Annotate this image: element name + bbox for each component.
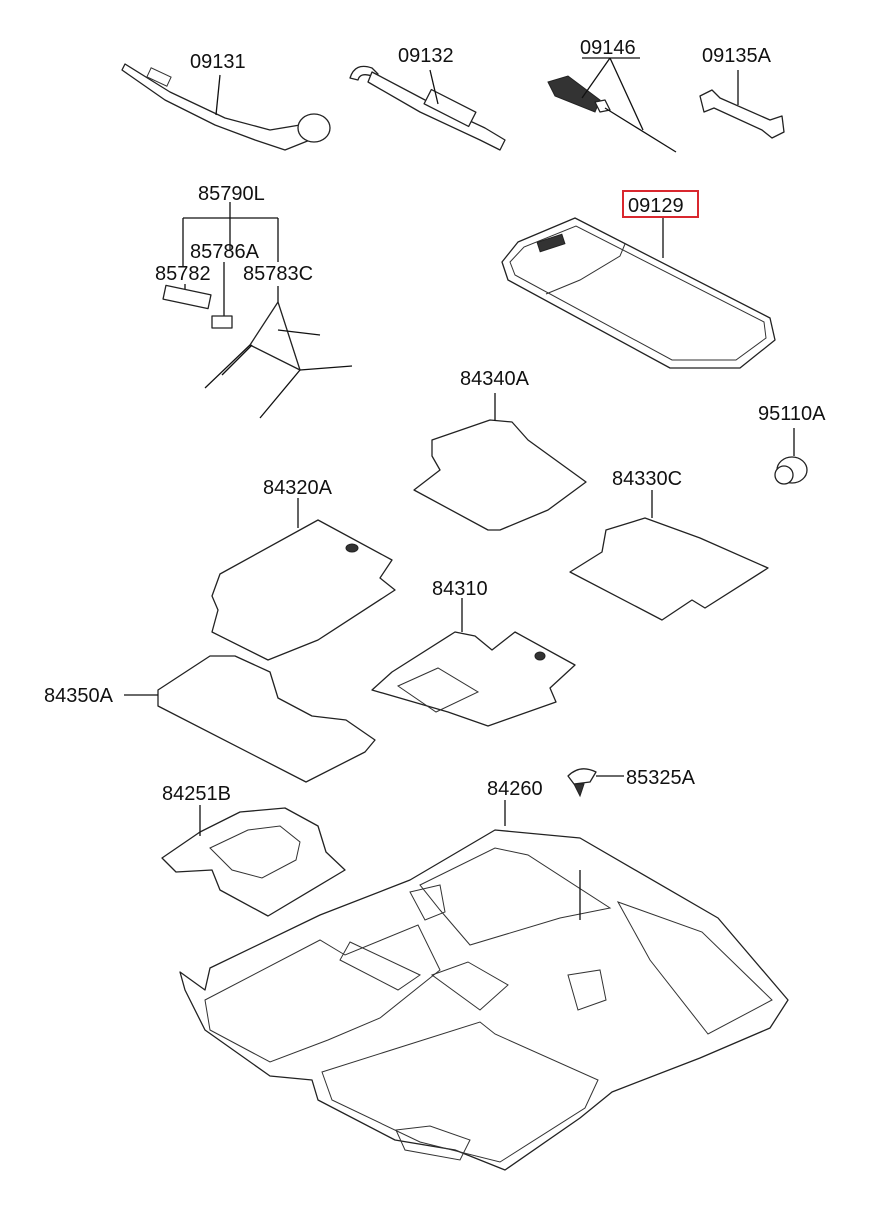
part-84320A-floor-mat[interactable] — [211, 498, 396, 661]
label-09129: 09129 — [628, 195, 684, 217]
part-84340A-floor-mat[interactable] — [413, 393, 587, 531]
label-85786A: 85786A — [190, 241, 260, 263]
part-09146-screwdriver[interactable] — [547, 57, 677, 153]
label-85790L: 85790L — [198, 183, 265, 205]
part-85325A-clip[interactable] — [567, 768, 624, 798]
label-85325A: 85325A — [626, 767, 696, 789]
label-84330C: 84330C — [612, 468, 682, 490]
label-09135A: 09135A — [702, 45, 772, 67]
label-84320A: 84320A — [263, 477, 333, 499]
label-09146: 09146 — [580, 37, 636, 59]
part-09132-rod[interactable] — [349, 65, 506, 151]
part-84260-floor-carpet[interactable] — [179, 800, 789, 1171]
part-84350A-floor-mat[interactable] — [124, 655, 376, 783]
label-85783C: 85783C — [243, 263, 313, 285]
part-84330C-floor-mat[interactable] — [569, 490, 769, 621]
part-85790L-warning-triangle-kit[interactable] — [162, 202, 353, 419]
label-85782: 85782 — [155, 263, 211, 285]
part-84310-floor-mat[interactable] — [371, 598, 576, 727]
label-84350A: 84350A — [44, 685, 114, 707]
label-84310: 84310 — [432, 578, 488, 600]
label-09131: 09131 — [190, 51, 246, 73]
part-84251B-pad[interactable] — [161, 805, 346, 917]
part-95110A-clip[interactable] — [774, 428, 808, 485]
part-09135A-spanner[interactable] — [699, 70, 785, 139]
label-09132: 09132 — [398, 45, 454, 67]
label-84340A: 84340A — [460, 368, 530, 390]
label-95110A: 95110A — [758, 403, 826, 425]
label-84260: 84260 — [487, 778, 543, 800]
label-84251B: 84251B — [162, 783, 231, 805]
highlight-box-09129 — [622, 190, 699, 218]
part-09131-jack-handle[interactable] — [121, 63, 331, 151]
part-09129-luggage-tray[interactable] — [501, 217, 776, 369]
